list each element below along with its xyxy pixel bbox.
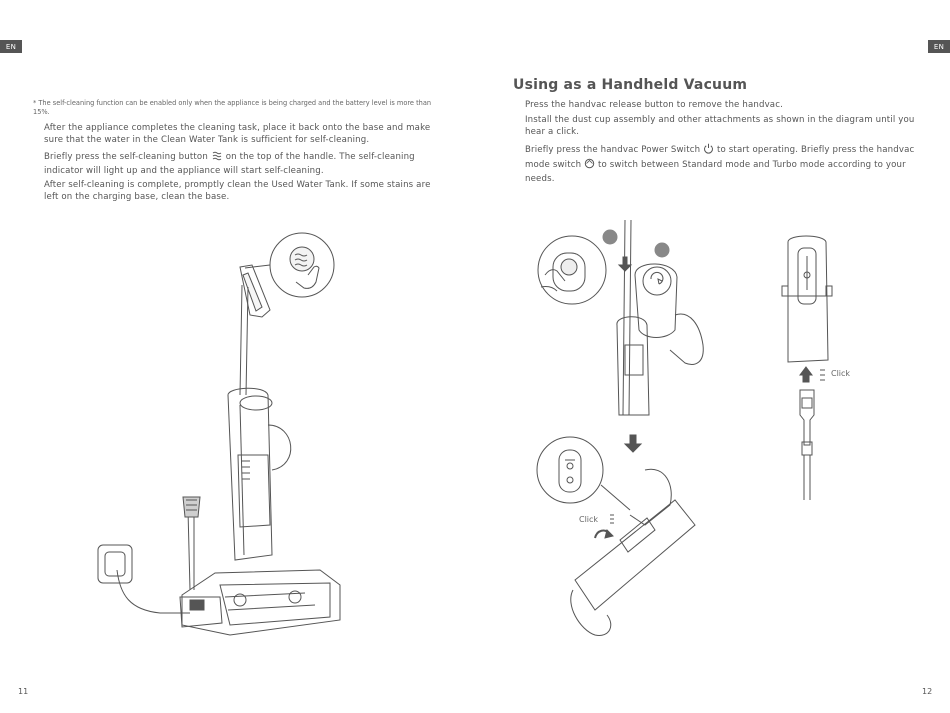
self-cleaning-note: * The self-cleaning function can be enab… [33,99,432,116]
right-paragraph-3-part2: to start operating. Briefly press the ha… [525,145,915,170]
click-label-attach: Click [579,515,599,524]
handvac-release-illustration [535,215,715,420]
right-paragraph-1: Press the handvac release button to remo… [525,100,783,110]
section-title: Using as a Handheld Vacuum [513,77,748,93]
mode-switch-icon [584,158,595,173]
dust-cup-illustration [780,230,840,505]
left-paragraph-2: Briefly press the self-cleaning button o… [44,151,434,177]
right-paragraph-3: Briefly press the handvac Power Switch t… [525,143,920,185]
click-label-dust-cup: Click [831,369,851,378]
arrow-up-icon [800,367,812,382]
language-tab-right: EN [928,40,950,53]
page-number-right: 12 [922,687,933,696]
right-paragraph-3-part1: Briefly press the handvac Power Switch [525,145,701,155]
left-paragraph-3: After self-cleaning is complete, promptl… [44,180,431,202]
left-paragraph-1: After the appliance completes the cleani… [44,123,431,145]
handvac-attach-illustration [535,430,705,645]
language-tab-left: EN [0,40,22,53]
right-paragraph-3-part3: to switch between Standard mode and Turb… [525,160,906,184]
left-paragraph-2-start: Briefly press the self-cleaning button [44,152,208,162]
left-paragraph-2-end: on the top of the handle. The self-clean… [44,152,415,176]
vacuum-on-base-illustration [90,225,360,645]
power-icon [703,143,714,158]
arrow-down-icon [625,435,641,452]
page-number-left: 11 [18,687,29,696]
self-clean-icon [211,151,223,165]
right-paragraph-2: Install the dust cup assembly and other … [525,115,915,137]
